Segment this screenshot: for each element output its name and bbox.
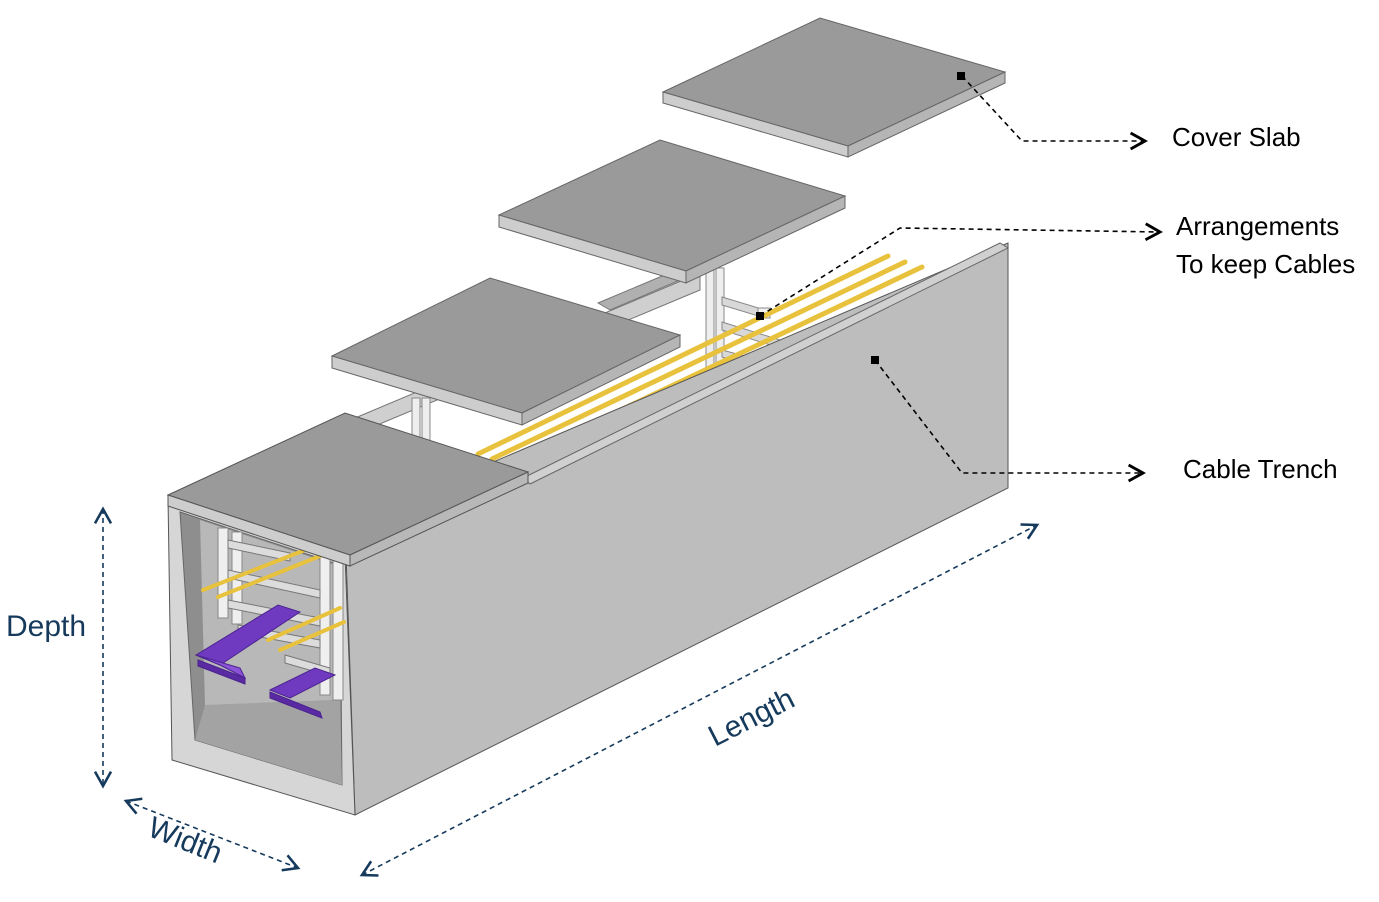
cable-trench-leader [874, 359, 1146, 483]
cover-slab-label: Cover Slab [1172, 122, 1301, 152]
arrangements-label-line2: To keep Cables [1176, 249, 1356, 279]
cable-trays [194, 604, 337, 719]
cover-slab-leader [961, 75, 1148, 151]
length-label: Length [703, 682, 800, 753]
cable-trench-anchor [871, 356, 879, 364]
length-arrow [359, 523, 1040, 877]
cover-slab-anchor [957, 72, 965, 80]
cover-slab-lower [330, 277, 682, 426]
callout-leaders [759, 75, 1163, 483]
depth-label: Depth [6, 610, 86, 643]
arrangements-label-line1: Arrangements [1176, 211, 1340, 241]
dimension-arrows [93, 506, 1040, 877]
callout-anchor-points [756, 72, 965, 364]
width-arrow [123, 797, 301, 872]
arrangements-leader [759, 222, 1163, 317]
cover-slab-top [661, 17, 1007, 158]
cable-trench-label: Cable Trench [1183, 454, 1338, 484]
arrangements-anchor [756, 312, 764, 320]
cover-slab-middle [497, 139, 847, 284]
width-label: Width [143, 811, 226, 870]
